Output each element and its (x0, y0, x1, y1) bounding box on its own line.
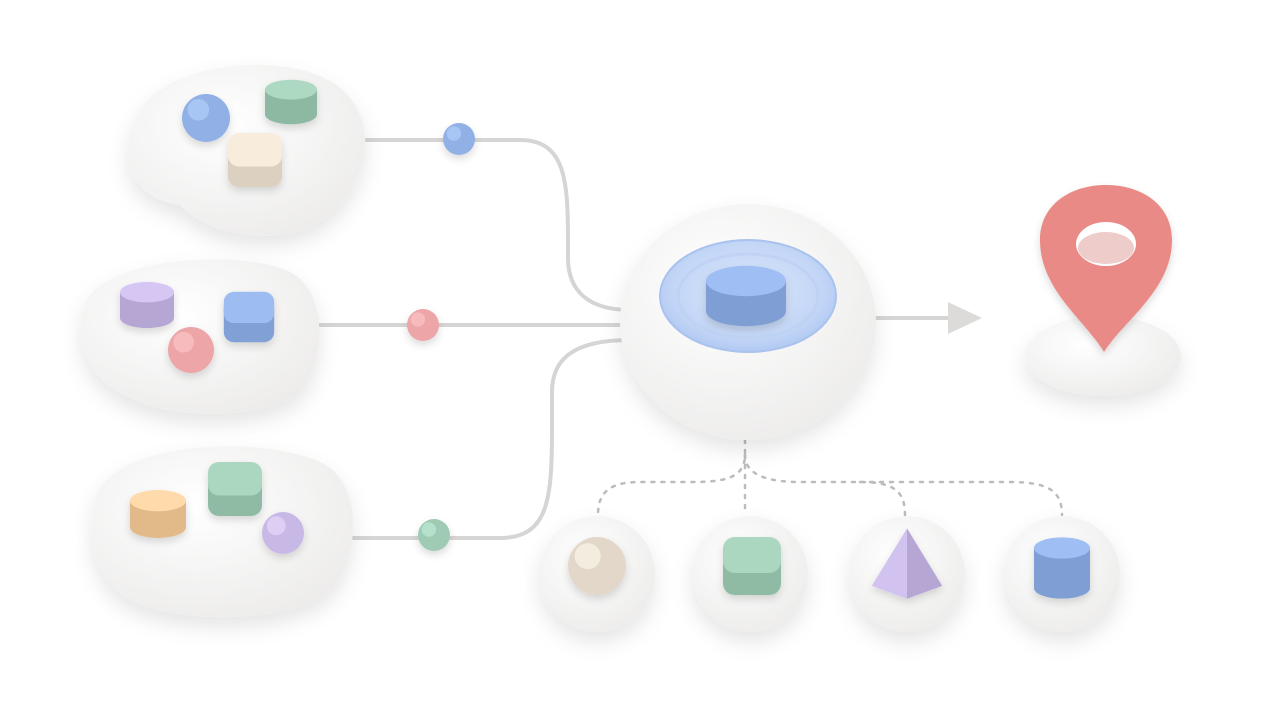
source-blob-3 (91, 446, 450, 618)
cube-shape (208, 462, 262, 516)
connector-lines (316, 138, 1064, 540)
output-node-1 (539, 516, 655, 632)
pyramid-shape (871, 528, 943, 599)
pin-base (1025, 316, 1181, 396)
connector-line-1 (360, 138, 632, 312)
cube-shape (228, 133, 282, 187)
dotted-branch-1 (596, 428, 747, 517)
dotted-branch-4 (858, 480, 1064, 517)
output-node-3 (849, 516, 965, 632)
source-blob-1 (127, 64, 475, 236)
connector-bead (407, 309, 439, 341)
arrow-head-icon (948, 302, 982, 334)
output-node-2 (692, 516, 808, 632)
source-group (80, 64, 475, 618)
cube-shape (223, 291, 275, 343)
output-node-4 (1004, 516, 1120, 632)
destination (1025, 185, 1181, 396)
cylinder-shape (1034, 537, 1090, 599)
sphere-shape (182, 94, 230, 142)
cylinder-shape (120, 281, 174, 329)
sphere-shape (168, 327, 214, 373)
sphere-shape (568, 537, 626, 595)
location-pin-icon (1040, 185, 1172, 352)
cylinder-shape (130, 490, 186, 538)
source-blob-2 (80, 259, 439, 414)
connector-bead (418, 519, 450, 551)
hub-glow-ring (676, 252, 820, 340)
platform-base (91, 446, 354, 618)
connector-line-3 (350, 338, 632, 540)
output-group (539, 516, 1120, 632)
sphere-shape (262, 512, 304, 554)
cylinder-shape (265, 79, 317, 125)
dotted-branch-3 (743, 453, 907, 517)
hub-core (706, 265, 786, 327)
central-hub (620, 204, 876, 440)
connector-bead (443, 123, 475, 155)
cube-shape (723, 537, 781, 595)
